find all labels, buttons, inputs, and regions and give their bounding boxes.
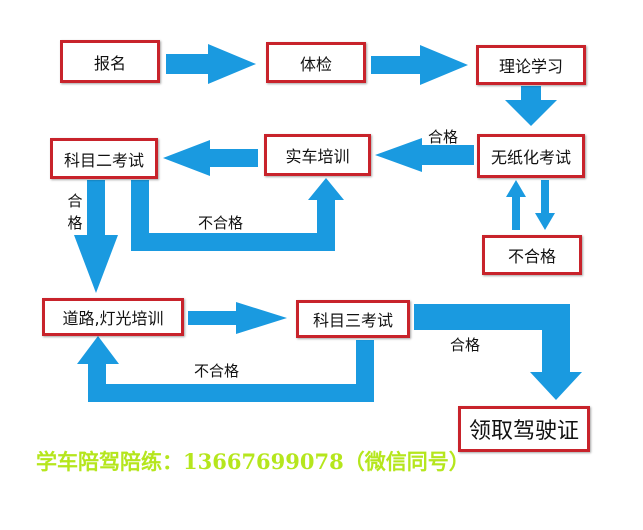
- label-pass-car-training: 合格: [428, 128, 459, 146]
- arrow-subject3-to-license: [414, 304, 582, 400]
- node-road-training: 道路,灯光培训: [42, 298, 184, 336]
- node-subject2: 科目二考试: [50, 138, 158, 179]
- node-license: 领取驾驶证: [458, 406, 590, 452]
- arrow-paperless-down: [535, 180, 555, 230]
- contact-footer: 学车陪驾陪练：13667699078（微信同号）: [36, 449, 470, 474]
- node-paperless-exam: 无纸化考试: [477, 134, 585, 178]
- node-fail-box: 不合格: [482, 235, 582, 275]
- arrow-physical-to-theory: [371, 45, 468, 85]
- arrow-subject2-fail-loop: [131, 178, 344, 251]
- node-physical: 体检: [266, 42, 366, 83]
- label-subject3-fail: 不合格: [194, 362, 240, 380]
- arrow-road-to-subject3: [188, 302, 287, 334]
- node-signup: 报名: [60, 40, 160, 83]
- arrow-theory-to-paperless: [505, 86, 557, 126]
- node-theory: 理论学习: [476, 45, 586, 85]
- label-subject2-fail: 不合格: [198, 214, 244, 232]
- arrow-signup-to-physical: [166, 44, 256, 84]
- arrow-subject2-to-road: [74, 180, 118, 293]
- node-car-training: 实车培训: [264, 134, 371, 176]
- arrow-subject3-fail-loop: [77, 336, 374, 402]
- node-subject3: 科目三考试: [296, 300, 410, 338]
- label-subject3-pass: 合格: [450, 336, 481, 354]
- label-subject2-pass: 合格: [67, 192, 83, 232]
- arrow-paperless-to-car: [375, 138, 474, 172]
- arrow-fail-up: [506, 180, 526, 230]
- arrow-car-to-subject2: [163, 140, 258, 176]
